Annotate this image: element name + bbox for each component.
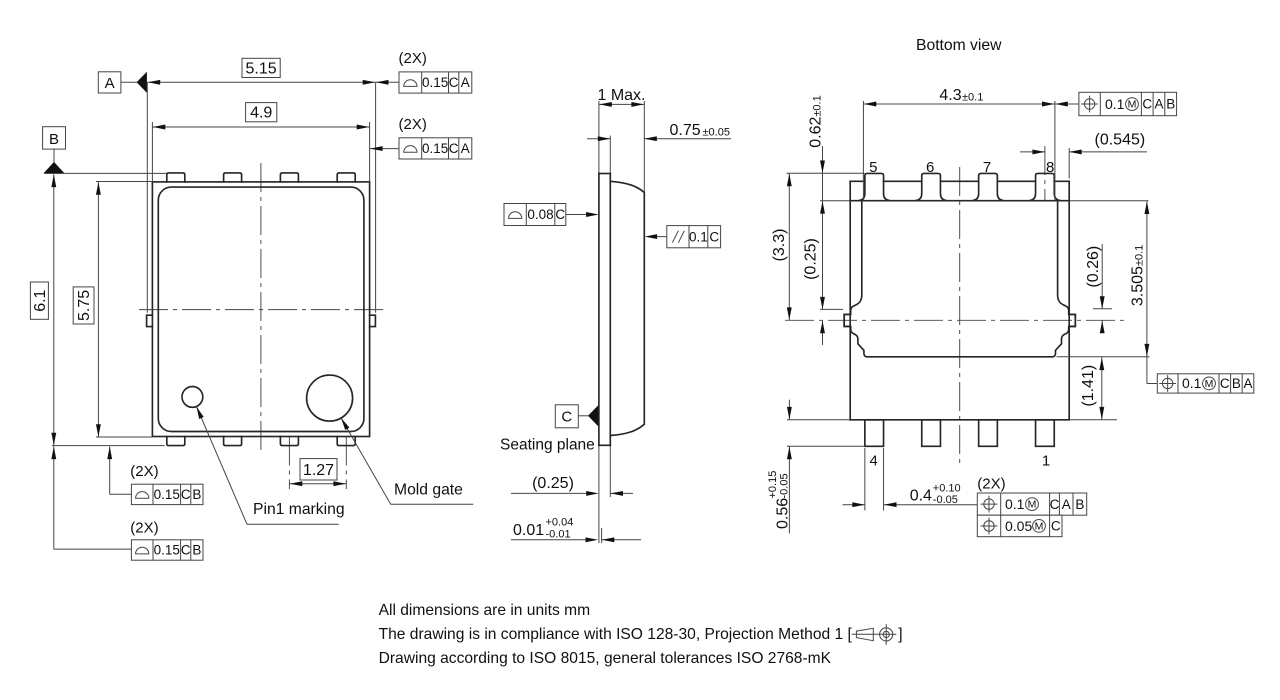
svg-text:M: M	[1128, 99, 1137, 111]
svg-text:+0.10: +0.10	[933, 482, 961, 494]
svg-text:(3.3): (3.3)	[771, 229, 788, 262]
svg-text:A: A	[1243, 376, 1252, 391]
svg-text:B: B	[1166, 97, 1175, 112]
svg-text:3.505±0.1: 3.505±0.1	[1130, 245, 1147, 306]
svg-text:(0.25): (0.25)	[532, 475, 574, 492]
svg-text:B: B	[49, 131, 59, 148]
svg-text:-0.05: -0.05	[779, 473, 791, 498]
svg-text:(1.41): (1.41)	[1080, 365, 1097, 407]
svg-text:0.75: 0.75	[670, 122, 701, 139]
svg-text:M: M	[1205, 378, 1214, 390]
svg-text:C: C	[449, 75, 459, 90]
svg-text:5.75: 5.75	[76, 290, 93, 321]
svg-text:Pin1 marking: Pin1 marking	[253, 501, 345, 518]
svg-text:0.1: 0.1	[1182, 375, 1202, 391]
svg-text:Mold gate: Mold gate	[394, 482, 463, 499]
svg-text:C: C	[181, 487, 191, 502]
svg-text:C: C	[1050, 497, 1060, 512]
svg-text:(0.26): (0.26)	[1085, 246, 1102, 288]
svg-text:]: ]	[898, 626, 902, 643]
svg-text:1: 1	[1042, 452, 1050, 469]
svg-text:0.15: 0.15	[422, 75, 448, 90]
svg-text:B: B	[1232, 376, 1241, 391]
svg-text:0.1: 0.1	[1005, 496, 1025, 512]
svg-text:C: C	[449, 141, 459, 156]
svg-text:Bottom view: Bottom view	[916, 37, 1002, 54]
svg-text:All dimensions are in units mm: All dimensions are in units mm	[379, 602, 590, 619]
svg-text:4.3: 4.3	[939, 87, 961, 104]
svg-text:0.1: 0.1	[689, 229, 708, 244]
svg-text:B: B	[192, 543, 201, 558]
svg-text:7: 7	[983, 159, 991, 176]
svg-text:5.15: 5.15	[246, 60, 277, 77]
svg-text:(0.545): (0.545)	[1095, 132, 1146, 149]
svg-text:±0.1: ±0.1	[962, 92, 983, 104]
svg-text:4: 4	[870, 452, 878, 469]
svg-text:0.05: 0.05	[1005, 518, 1032, 534]
svg-text:B: B	[192, 487, 201, 502]
svg-text:C: C	[561, 409, 572, 426]
svg-text:0.08: 0.08	[527, 207, 553, 222]
svg-text:The drawing is in compliance w: The drawing is in compliance with ISO 12…	[379, 626, 853, 643]
svg-text:M: M	[1035, 521, 1044, 533]
svg-text:C: C	[1142, 97, 1152, 112]
svg-text:±0.05: ±0.05	[703, 126, 730, 138]
svg-text:M: M	[1028, 499, 1037, 511]
svg-text:+0.04: +0.04	[546, 516, 574, 528]
svg-text:4.9: 4.9	[250, 105, 272, 122]
svg-text:0.1: 0.1	[1105, 96, 1125, 112]
svg-text:1 Max.: 1 Max.	[597, 87, 645, 104]
svg-text:A: A	[105, 75, 115, 92]
svg-text:C: C	[709, 229, 719, 244]
svg-text:0.4: 0.4	[910, 487, 932, 504]
svg-text:8: 8	[1046, 159, 1054, 176]
svg-text:Seating plane: Seating plane	[500, 437, 595, 454]
svg-text:(0.25): (0.25)	[802, 238, 819, 280]
svg-text:C: C	[1051, 519, 1061, 534]
svg-text:-0.01: -0.01	[546, 528, 571, 540]
svg-text:A: A	[461, 75, 470, 90]
svg-text:(2X): (2X)	[977, 475, 1005, 492]
svg-text:5: 5	[869, 159, 877, 176]
svg-text:(2X): (2X)	[399, 116, 427, 133]
svg-text:A: A	[1154, 97, 1163, 112]
svg-text:0.56: 0.56	[775, 498, 792, 529]
svg-text:6: 6	[926, 159, 934, 176]
svg-text:0.62±0.1: 0.62±0.1	[808, 95, 825, 147]
svg-text:C: C	[181, 543, 191, 558]
svg-text:0.01: 0.01	[513, 522, 544, 539]
svg-text:C: C	[1220, 376, 1230, 391]
svg-text:B: B	[1075, 497, 1084, 512]
svg-text:+0.15: +0.15	[767, 471, 779, 499]
svg-text:0.15: 0.15	[154, 543, 180, 558]
svg-text:C: C	[555, 207, 565, 222]
svg-text:A: A	[461, 141, 470, 156]
svg-text:Drawing according to ISO 8015,: Drawing according to ISO 8015, general t…	[379, 650, 832, 667]
svg-text:(2X): (2X)	[130, 463, 158, 480]
svg-text:(2X): (2X)	[130, 519, 158, 536]
svg-text:1.27: 1.27	[303, 462, 334, 479]
svg-text:(2X): (2X)	[399, 50, 427, 67]
svg-text:A: A	[1062, 497, 1071, 512]
svg-text:-0.05: -0.05	[933, 494, 958, 506]
svg-text:0.15: 0.15	[154, 487, 180, 502]
svg-text:6.1: 6.1	[32, 289, 49, 311]
svg-text:0.15: 0.15	[422, 141, 448, 156]
